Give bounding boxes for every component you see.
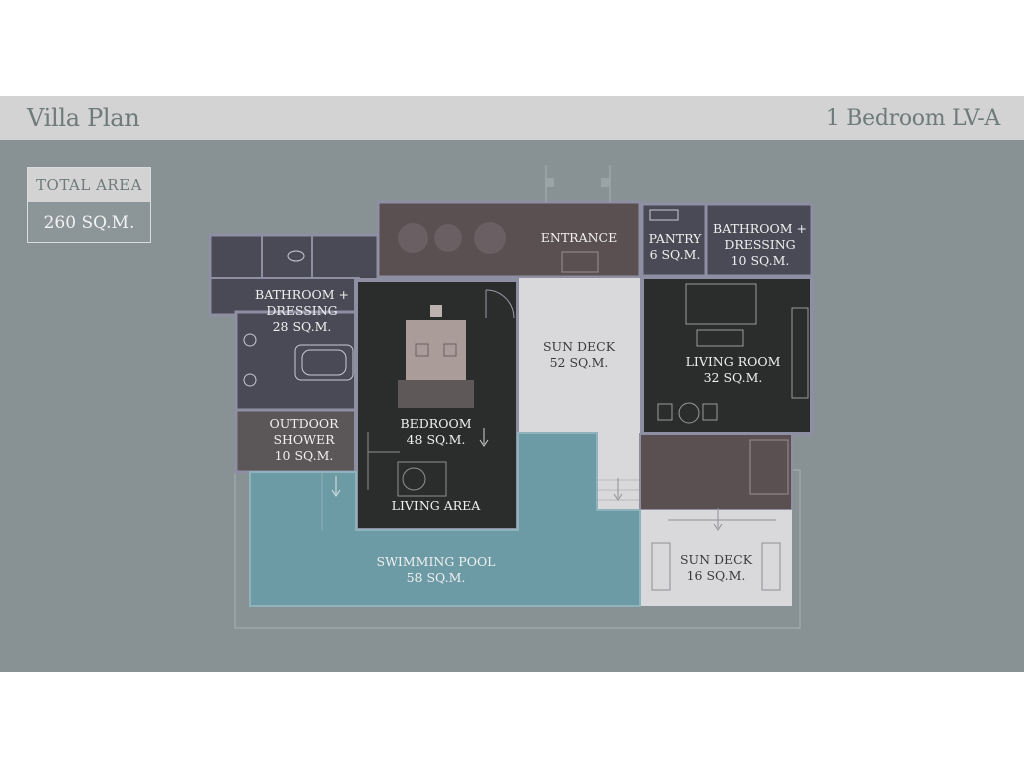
basin-icon bbox=[243, 333, 257, 347]
armchair-icon bbox=[402, 467, 426, 491]
label-pool: SWIMMING POOL bbox=[377, 554, 496, 569]
bed-bench bbox=[398, 380, 474, 408]
label-pool-area: 58 SQ.M. bbox=[407, 570, 466, 585]
covered-terrace bbox=[639, 433, 793, 511]
desk-outline bbox=[367, 432, 400, 490]
lounger-icon bbox=[761, 542, 781, 591]
label-bath-right: BATHROOM + bbox=[713, 221, 807, 236]
label-sundeck-right: SUN DECK bbox=[680, 552, 753, 567]
label-sundeck-center: SUN DECK bbox=[543, 339, 616, 354]
villa-type-label: 1 Bedroom LV-A bbox=[825, 106, 1000, 131]
sun-deck-walk bbox=[597, 433, 640, 470]
label-bedroom-area: 48 SQ.M. bbox=[407, 432, 466, 447]
bathtub-inner bbox=[301, 349, 347, 376]
chair-icon bbox=[657, 403, 673, 421]
sofa-icon bbox=[397, 461, 447, 497]
page-title: Villa Plan bbox=[27, 104, 140, 132]
label-bedroom: BEDROOM bbox=[400, 416, 471, 431]
bathtub-icon bbox=[294, 344, 354, 381]
label-bath-left-2: DRESSING bbox=[266, 303, 337, 318]
bath-left-room bbox=[234, 310, 360, 412]
cabinet-icon bbox=[791, 307, 809, 399]
pillow-icon bbox=[443, 343, 457, 357]
lamp-icon bbox=[430, 305, 442, 317]
total-area-box: TOTAL AREA 260 SQ.M. bbox=[27, 167, 151, 243]
arrow-down-icon bbox=[613, 478, 623, 501]
label-outdoor-shower-area: 10 SQ.M. bbox=[275, 448, 334, 463]
header-bar: Villa Plan 1 Bedroom LV-A bbox=[0, 96, 1024, 140]
toilet-icon bbox=[287, 250, 305, 262]
daybed-icon bbox=[749, 439, 789, 495]
label-living-room-area: 32 SQ.M. bbox=[704, 370, 763, 385]
gate-light bbox=[545, 178, 554, 187]
label-outdoor-shower-2: SHOWER bbox=[273, 432, 335, 447]
entrance-bench bbox=[561, 251, 599, 273]
coffee-table-icon bbox=[696, 329, 744, 347]
total-area-label: TOTAL AREA bbox=[28, 168, 150, 202]
chair-icon bbox=[702, 403, 718, 421]
pantry-room bbox=[640, 202, 710, 278]
gate-light bbox=[601, 178, 610, 187]
label-sundeck-center-area: 52 SQ.M. bbox=[550, 355, 609, 370]
planter-icon bbox=[474, 222, 506, 254]
arrow-down-icon bbox=[479, 428, 489, 447]
label-bath-left: BATHROOM + bbox=[255, 287, 349, 302]
label-living-room: LIVING ROOM bbox=[686, 354, 781, 369]
label-bath-right-area: 10 SQ.M. bbox=[731, 253, 790, 268]
lounger-icon bbox=[651, 542, 671, 591]
arrow-down-icon bbox=[331, 476, 341, 497]
total-area-value: 260 SQ.M. bbox=[43, 213, 135, 233]
sofa-icon bbox=[685, 283, 757, 325]
label-outdoor-shower: OUTDOOR bbox=[269, 416, 339, 431]
pantry-counter bbox=[649, 209, 679, 221]
label-bath-left-area: 28 SQ.M. bbox=[273, 319, 332, 334]
swimming-pool bbox=[249, 432, 641, 607]
bath-left-top bbox=[208, 233, 382, 317]
living-room bbox=[640, 275, 814, 436]
pillow-icon bbox=[415, 343, 429, 357]
planter-icon bbox=[398, 223, 428, 253]
arrow-down-icon bbox=[713, 508, 723, 531]
label-pantry: PANTRY bbox=[649, 231, 703, 246]
label-entrance: ENTRANCE bbox=[541, 230, 617, 245]
planter-icon bbox=[434, 224, 462, 252]
label-living-area: LIVING AREA bbox=[392, 498, 482, 513]
dining-table-icon bbox=[678, 402, 700, 424]
door-swing bbox=[485, 289, 515, 319]
sun-deck-center bbox=[519, 278, 640, 433]
basin-icon bbox=[243, 373, 257, 387]
bath-right-room bbox=[704, 202, 814, 278]
label-sundeck-right-area: 16 SQ.M. bbox=[687, 568, 746, 583]
label-bath-right-2: DRESSING bbox=[724, 237, 795, 252]
label-pantry-area: 6 SQ.M. bbox=[650, 247, 701, 262]
